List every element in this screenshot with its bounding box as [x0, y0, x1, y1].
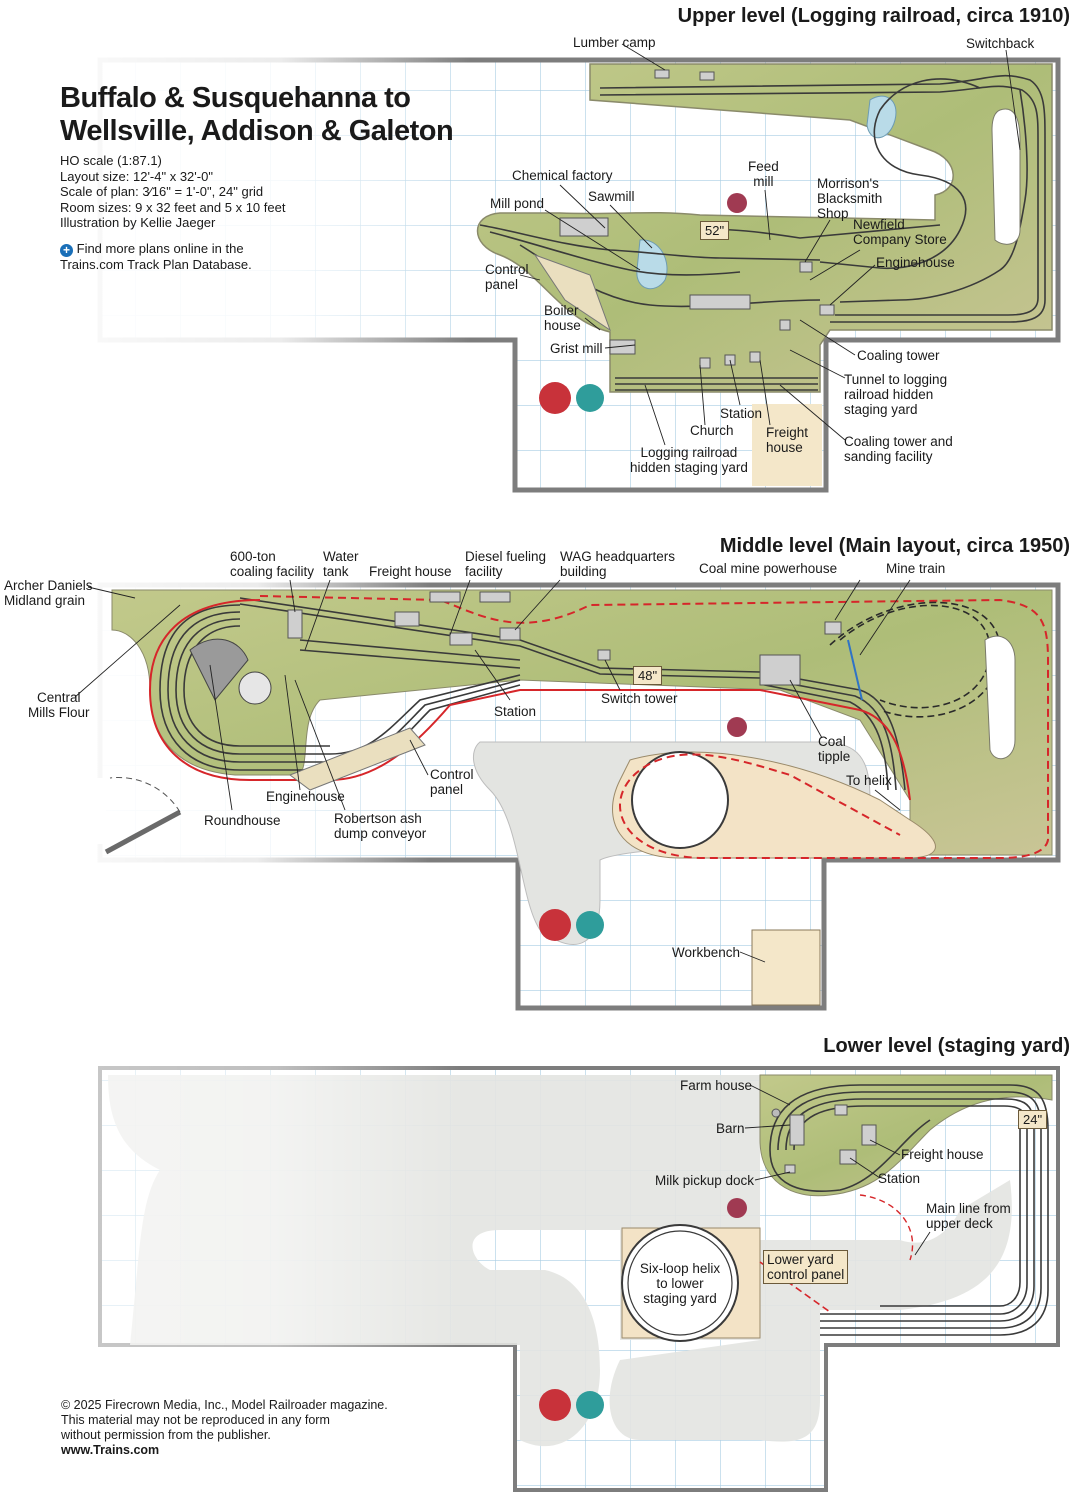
label-boiler-house: Boiler house: [544, 303, 581, 333]
label-switch-tower: Switch tower: [601, 691, 678, 706]
info-plan-scale: Scale of plan: 3⁄16" = 1'-0", 24" grid: [60, 184, 264, 199]
label-control-panel-upper: Control panel: [485, 262, 529, 292]
label-milk-dock: Milk pickup dock: [655, 1173, 755, 1188]
leader-lines: [74, 43, 1021, 1256]
online-line-2: Trains.com Track Plan Database.: [60, 257, 252, 272]
label-lumber-camp: Lumber camp: [573, 35, 656, 50]
label-grist-mill: Grist mill: [550, 341, 603, 356]
copyright-url[interactable]: www.Trains.com: [61, 1443, 388, 1458]
label-wag-headquarters: WAG headquarters building: [560, 549, 676, 579]
label-freight-house-middle: Freight house: [369, 564, 452, 579]
info-layout-size: Layout size: 12'-4" x 32'-0": [60, 168, 213, 184]
label-to-helix: To helix: [846, 773, 892, 788]
label-chemical-factory: Chemical factory: [512, 168, 613, 183]
label-tunnel: Tunnel to logging railroad hidden stagin…: [844, 372, 948, 417]
label-coaling-tower: Coaling tower: [857, 348, 940, 363]
label-helix: Six-loop helix to lower staging yard: [639, 1261, 721, 1306]
label-freight-house-upper: Freight house: [766, 425, 809, 455]
label-freight-house-lower: Freight house: [901, 1147, 984, 1162]
plus-circle-icon: +: [60, 244, 73, 257]
label-enginehouse-upper: Enginehouse: [876, 255, 955, 270]
label-blacksmith-shop: Morrison's Blacksmith Shop: [817, 176, 883, 221]
title-line-1: Buffalo & Susquehanna to: [60, 82, 411, 114]
label-station-middle: Station: [494, 704, 537, 719]
label-water-tank: Water tank: [323, 549, 359, 579]
plan-title: Buffalo & Susquehanna to Wellsville, Add…: [60, 82, 454, 148]
label-ash-conveyor: Robertson ash dump conveyor: [334, 811, 427, 841]
copyright-url-text: www.Trains.com: [61, 1443, 160, 1457]
title-line-2: Wellsville, Addison & Galeton: [60, 115, 454, 147]
info-scale: HO scale (1:87.1): [60, 153, 162, 168]
label-station-upper: Station: [720, 406, 763, 421]
label-enginehouse-middle: Enginehouse: [266, 789, 345, 804]
label-mine-train: Mine train: [886, 561, 946, 576]
middle-level: [0, 580, 1061, 1011]
online-link[interactable]: + Find more plans online in the Trains.c…: [60, 241, 252, 273]
label-farm-house: Farm house: [680, 1078, 753, 1093]
label-company-store: Newfield Company Store: [853, 217, 947, 247]
label-mill-pond: Mill pond: [490, 196, 545, 211]
label-feed-mill: Feed mill: [748, 159, 779, 189]
label-station-lower: Station: [878, 1171, 921, 1186]
upper-dimension-tag: 52": [700, 221, 730, 240]
label-central-mills: Central Mills Flour: [28, 690, 90, 720]
label-coal-powerhouse: Coal mine powerhouse: [699, 561, 838, 576]
label-coaling-sanding: Coaling tower and sanding facility: [844, 434, 953, 464]
middle-dimension-tag: 48": [633, 666, 663, 685]
lower-level: [0, 1060, 1060, 1492]
label-diesel-fueling: Diesel fueling facility: [465, 549, 547, 579]
label-adm-grain: Archer Daniels Midland grain: [4, 578, 93, 608]
copyright-line-3: without permission from the publisher.: [61, 1428, 271, 1442]
lower-level-heading: Lower level (staging yard): [823, 1035, 1070, 1057]
label-coaling-facility: 600-ton coaling facility: [230, 549, 315, 579]
label-sawmill: Sawmill: [588, 189, 635, 204]
label-switchback: Switchback: [966, 36, 1035, 51]
label-lower-yard-panel: Lower yard control panel: [763, 1250, 849, 1284]
label-main-line-upper-deck: Main line from upper deck: [926, 1201, 1011, 1231]
label-hidden-staging: Logging railroad hidden staging yard: [630, 445, 748, 475]
info-room-sizes: Room sizes: 9 x 32 feet and 5 x 10 feet: [60, 199, 286, 215]
upper-level-heading: Upper level (Logging railroad, circa 191…: [677, 5, 1070, 27]
label-control-panel-middle: Control panel: [430, 767, 474, 797]
label-coal-tipple: Coal tipple: [818, 734, 851, 764]
copyright-line-1: © 2025 Firecrown Media, Inc., Model Rail…: [61, 1398, 388, 1412]
lower-dimension-tag: 24": [1018, 1110, 1048, 1129]
middle-level-heading: Middle level (Main layout, circa 1950): [719, 535, 1070, 557]
info-illustrator: Illustration by Kellie Jaeger: [60, 215, 216, 230]
online-line-1: Find more plans online in the: [76, 241, 244, 256]
label-barn: Barn: [716, 1121, 745, 1136]
copyright-block: © 2025 Firecrown Media, Inc., Model Rail…: [61, 1398, 388, 1458]
plan-info: HO scale (1:87.1) Layout size: 12'-4" x …: [60, 153, 285, 231]
label-church: Church: [690, 423, 734, 438]
copyright-line-2: This material may not be reproduced in a…: [61, 1413, 330, 1427]
label-roundhouse: Roundhouse: [204, 813, 281, 828]
label-workbench: Workbench: [672, 945, 741, 960]
